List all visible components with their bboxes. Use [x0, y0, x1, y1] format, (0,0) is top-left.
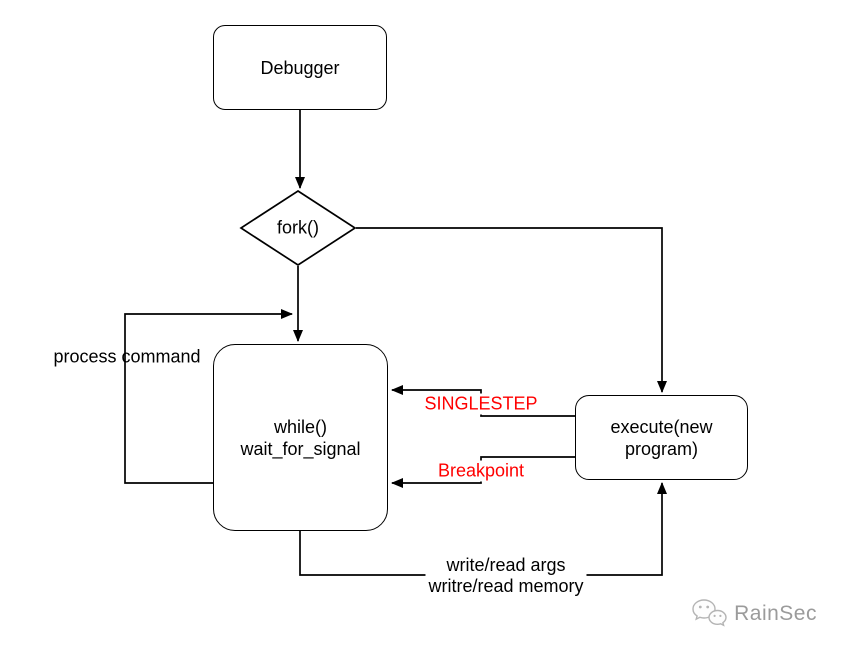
edge-label-io: write/read args writre/read memory [425, 555, 587, 597]
fork-diamond-shape [239, 189, 357, 267]
watermark-brand-label: RainSec [734, 601, 817, 625]
edge-label-process-command: process command [53, 346, 201, 367]
wechat-icon [692, 599, 727, 627]
edge-label-io-line1: write/read args [446, 555, 566, 575]
node-while-label-line1: while() [273, 416, 327, 437]
edge-label-breakpoint: Breakpoint [434, 460, 528, 482]
edge-fork-to-execute [356, 227, 667, 393]
edge-label-io-line2: writre/read memory [428, 576, 584, 596]
node-while-loop: while() wait_for_signal [213, 344, 388, 531]
node-fork-label: fork() [277, 217, 319, 238]
node-execute: execute(new program) [575, 395, 748, 480]
node-execute-label-line1: execute(new [610, 416, 713, 437]
node-execute-label-line2: program) [624, 438, 699, 459]
edge-label-singlestep: SINGLESTEP [421, 393, 541, 415]
node-debugger-label: Debugger [260, 57, 340, 78]
watermark: RainSec [691, 597, 817, 630]
node-while-label-line2: wait_for_signal [240, 438, 361, 459]
edge-process-command-loop [124, 309, 293, 484]
node-debugger: Debugger [213, 25, 387, 110]
